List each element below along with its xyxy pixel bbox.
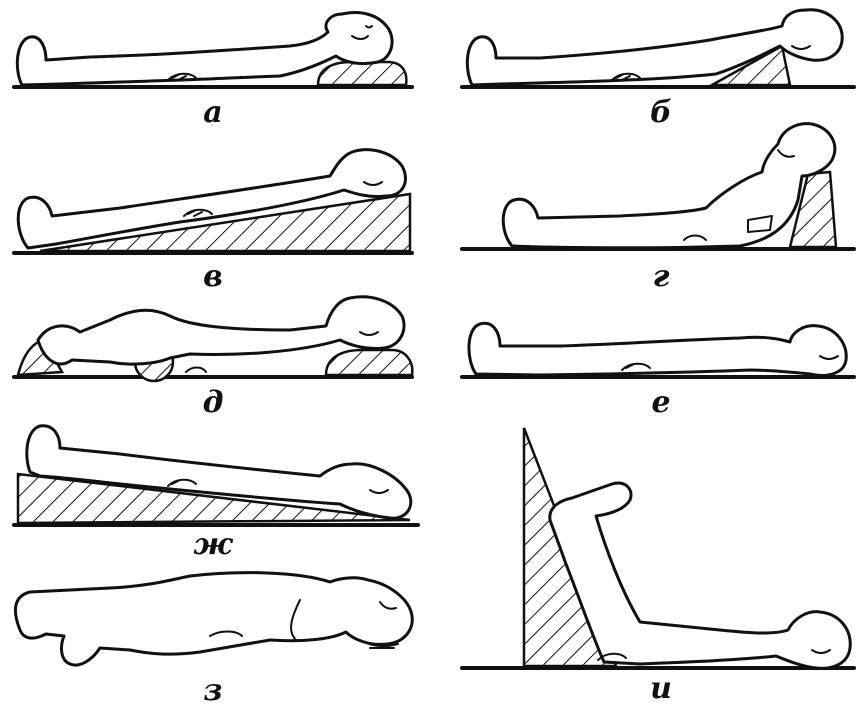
panel-i-label: и [650,674,672,704]
panel-zh-label: ж [193,530,232,560]
panel-b-label: б [650,98,672,128]
panel-d-pillow [326,350,412,375]
panel-g-figure [462,124,854,249]
panel-e-label: е [651,388,670,418]
panel-i-body [550,483,850,668]
panel-g-label: г [653,262,670,292]
panel-a-figure [14,13,412,87]
panel-z-label: з [203,676,222,706]
panel-e-figure [462,323,854,377]
panel-zh-figure [14,426,418,525]
panel-d-figure [14,297,412,381]
panel-d-label: д [203,388,224,418]
panel-v-figure [14,150,412,253]
panel-a-pillow [318,62,406,85]
panel-b-figure [462,10,854,87]
panel-d-hand [186,368,206,373]
panel-g-body [503,124,835,248]
panel-i-figure [462,428,854,668]
panel-z-figure [15,573,412,665]
panel-v-label: в [203,262,223,292]
panel-e-body [469,323,846,375]
panel-a-label: а [203,98,222,128]
panel-z-body [15,573,412,665]
